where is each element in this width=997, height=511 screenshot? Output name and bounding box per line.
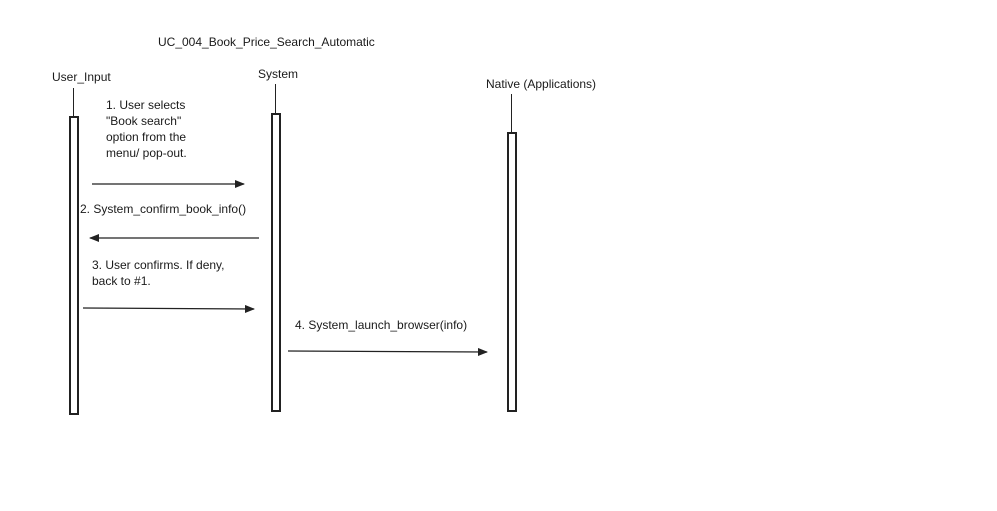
participant-native-applications-label: Native (Applications) (486, 77, 597, 91)
message-4-label: 4. System_launch_browser(info) (295, 318, 468, 332)
message-1-line: menu/ pop-out. (106, 146, 187, 160)
activation-bar-native (507, 132, 517, 412)
message-3-line: back to #1. (92, 274, 151, 288)
message-1-line: option from the (106, 130, 187, 144)
message-1-line: "Book search" (106, 114, 182, 128)
lifeline-system-stem (275, 84, 276, 114)
message-1-line: 1. User selects (106, 98, 186, 112)
lifeline-user-input-stem (73, 88, 74, 116)
activation-bar-user-input (69, 116, 79, 415)
message-2-label: 2. System_confirm_book_info() (80, 202, 247, 216)
participant-system-label: System (258, 67, 299, 81)
message-4-arrow (287, 347, 488, 356)
activation-bar-system (271, 113, 281, 412)
message-3-line: 3. User confirms. If deny, (92, 258, 225, 272)
lifeline-native-stem (511, 94, 512, 132)
message-3-arrow (82, 304, 255, 313)
participant-user-input-label: User_Input (52, 70, 111, 84)
diagram-title: UC_004_Book_Price_Search_Automatic (158, 35, 375, 49)
